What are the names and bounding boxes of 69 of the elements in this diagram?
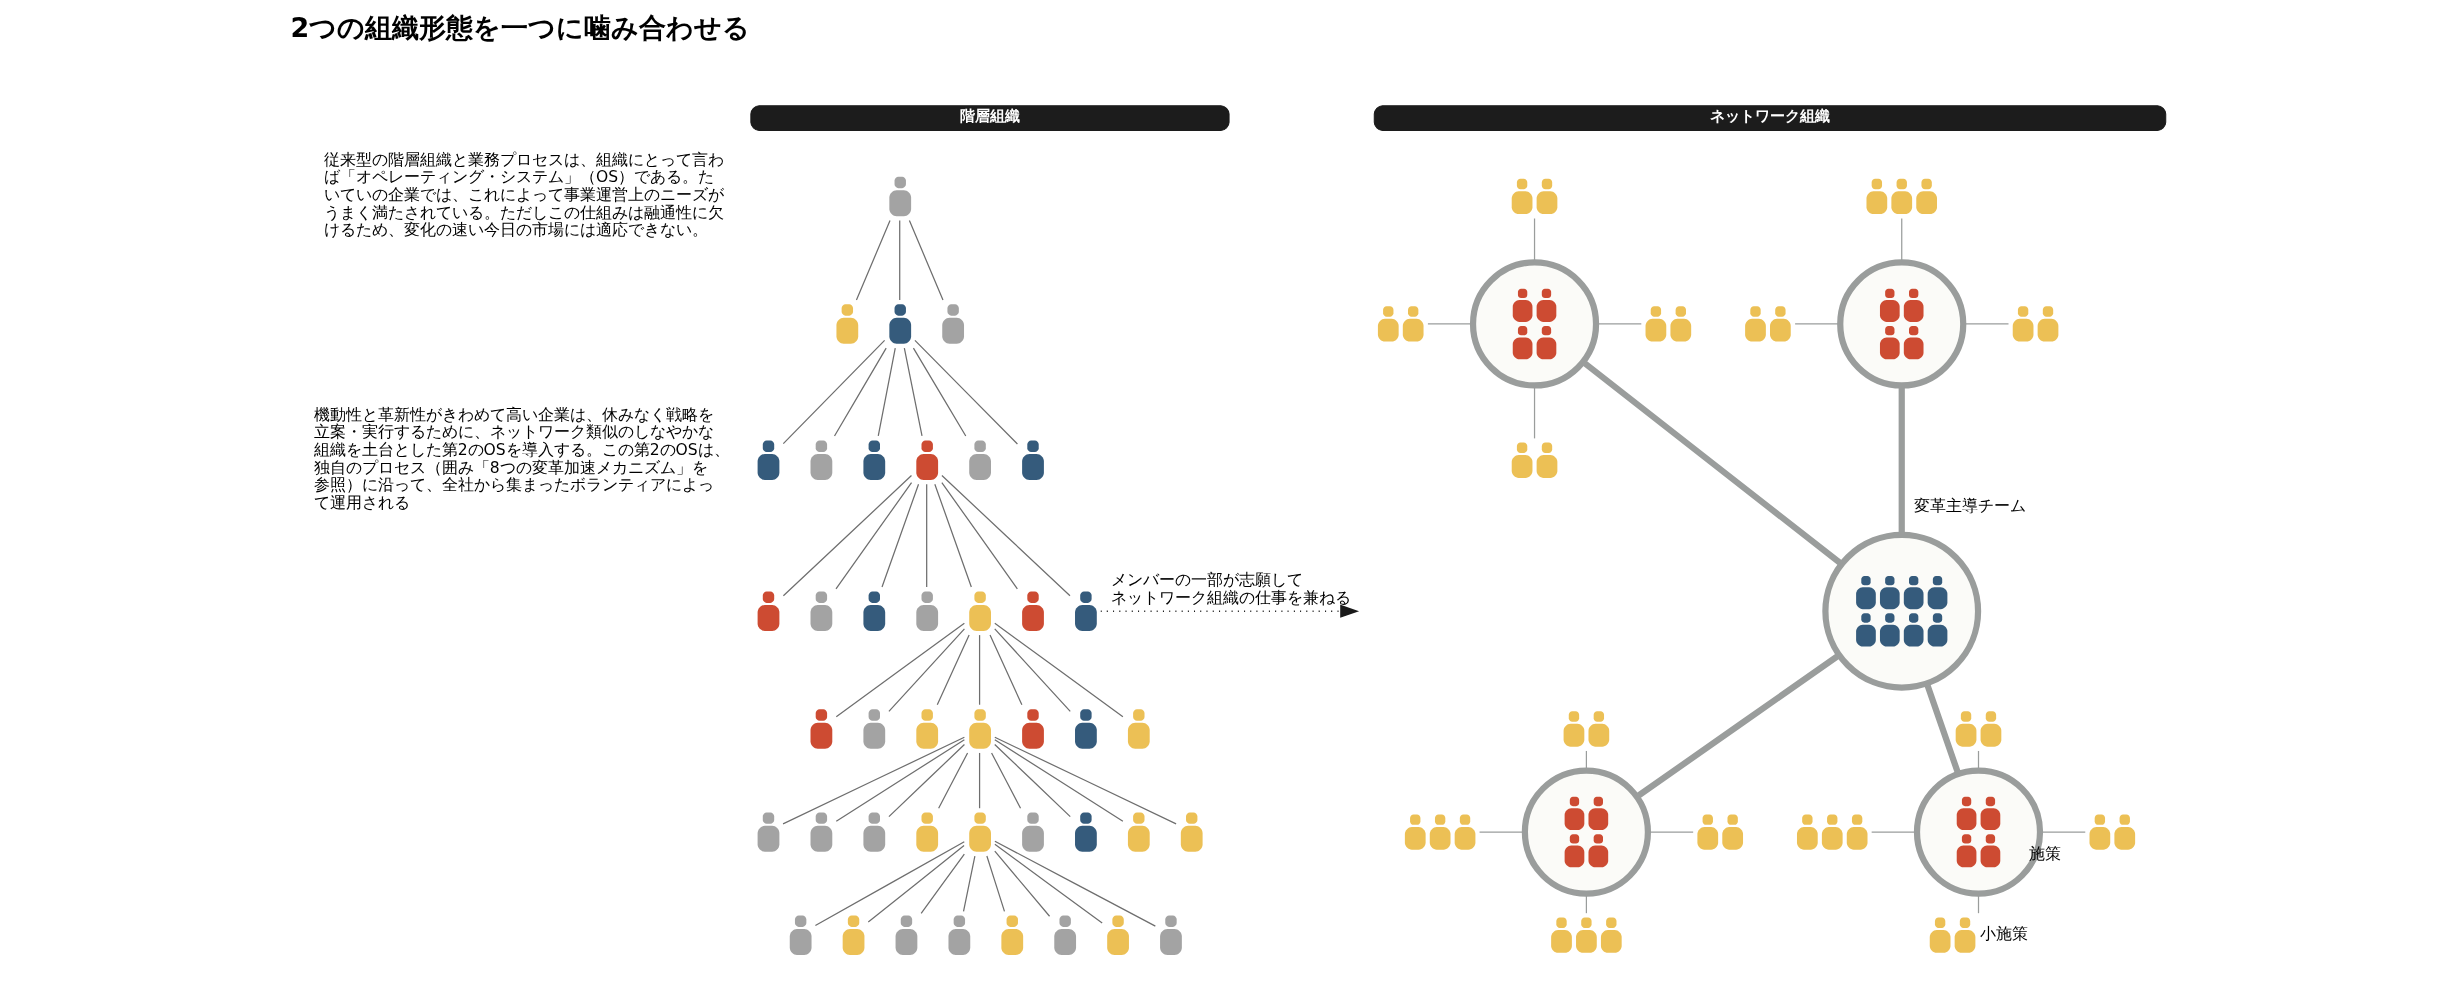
connector: [1580, 359, 1843, 567]
connector: [782, 339, 885, 445]
connector: [988, 634, 1022, 706]
connector: [833, 347, 887, 437]
connector: [978, 752, 980, 809]
connector: [993, 843, 1103, 924]
connector: [978, 634, 980, 706]
arrow: [1099, 604, 1359, 618]
connector: [920, 853, 965, 914]
connector: [880, 483, 919, 588]
connector: [1634, 652, 1841, 800]
node-label: 変革主導チーム: [1913, 497, 2026, 516]
connector: [1977, 750, 1979, 771]
node-circle: [1521, 767, 1651, 897]
connector: [903, 347, 923, 437]
connector: [993, 622, 1123, 718]
connector: [898, 219, 900, 301]
node-box: 階層組織: [749, 105, 1230, 132]
connector: [912, 347, 966, 437]
connector: [867, 844, 965, 923]
node-label: 小施策: [1979, 924, 2028, 943]
connector: [993, 739, 1123, 822]
connector: [1426, 323, 1473, 325]
connector: [990, 752, 1021, 809]
connector: [936, 634, 970, 706]
connector: [985, 855, 1005, 912]
diagram-title: 2つの組織形態を一つに噛み合わせる: [289, 12, 750, 44]
connector: [834, 482, 912, 590]
label: 機動性と革新性がきわめて高い企業は、休みなく戦略を立案・実行するために、ネットワーク類似のしなやかな組織を土台とした第2のOSを導入する。この第2のOSは、独自のプロセス（囲み「8つの変革加速メカニズム」を参照）に沿って、全社から集まったボランティアによって運用される: [313, 405, 730, 512]
node-label: 施策: [2028, 845, 2061, 864]
connector: [1478, 831, 1525, 833]
connector: [1585, 893, 1587, 914]
connector: [1923, 682, 1961, 775]
connector: [855, 219, 891, 301]
connector: [1870, 831, 1917, 833]
connector: [877, 347, 896, 437]
connector: [1977, 893, 1979, 914]
edge-label: メンバーの一部が志願してネットワーク組織の仕事を兼ねる: [1110, 571, 1351, 607]
connector: [908, 219, 944, 301]
connector: [814, 841, 965, 927]
connector: [1794, 323, 1841, 325]
node-circle: [1469, 259, 1599, 389]
connector: [993, 850, 1050, 917]
connector: [1533, 385, 1535, 439]
connector: [835, 739, 965, 822]
connector: [993, 736, 1177, 825]
connector: [1898, 385, 1905, 535]
connector: [887, 743, 965, 818]
connector: [937, 752, 968, 809]
connector: [993, 840, 1156, 927]
connector: [993, 743, 1071, 818]
connector: [933, 483, 972, 588]
node-circle: [1821, 531, 1981, 691]
connector: [925, 483, 927, 588]
connector: [1585, 750, 1587, 771]
node-circle: [1836, 259, 1966, 389]
connector: [835, 622, 965, 718]
connector: [1900, 217, 1902, 263]
connector: [993, 628, 1071, 712]
label: 従来型の階層組織と業務プロセスは、組織にとって言わば「オペレーティング・システム」（OS）である。たいていの企業では、これによって事業運営上のニーズがうまく満たされている。ただしこの仕組みは融通性に欠けるため、変化の速い今日の市場には適応できない。: [323, 150, 724, 240]
connector: [940, 482, 1018, 590]
connector: [782, 474, 912, 597]
connector: [887, 628, 965, 712]
connector: [940, 474, 1071, 597]
connector: [913, 339, 1018, 445]
connector: [962, 855, 975, 912]
connector: [1533, 217, 1535, 263]
connector: [781, 736, 965, 825]
node-box: ネットワーク組織: [1373, 105, 2166, 132]
